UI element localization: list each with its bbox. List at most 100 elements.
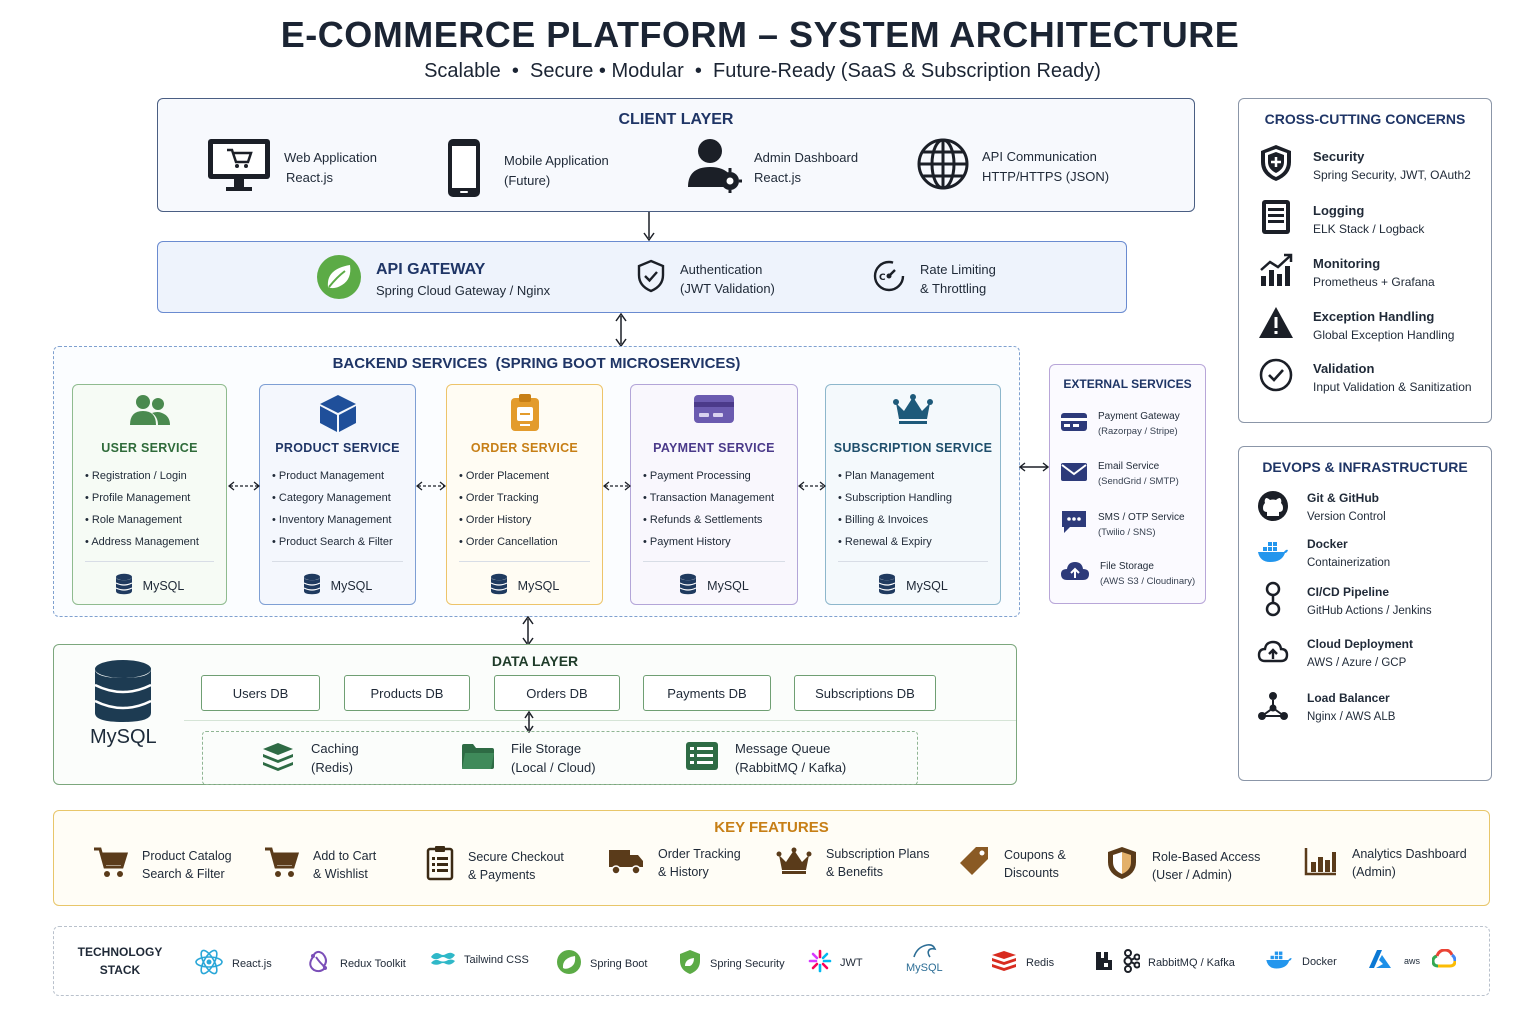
tech-label: Tailwind CSS xyxy=(464,953,529,966)
folder-icon xyxy=(461,742,495,775)
devops-item-detail: Containerization xyxy=(1307,557,1391,569)
gateway-item-name: Authentication xyxy=(680,261,763,277)
mysql-label: MySQL xyxy=(90,726,157,748)
cross-item-name: Exception Handling xyxy=(1313,308,1435,324)
feature-item: Subscription Plans & Benefits xyxy=(776,845,930,881)
tech-item: Spring Boot xyxy=(556,949,647,978)
data-extra-name: Message Queue xyxy=(735,741,831,756)
service-feature-list: Order Placement Order Tracking Order His… xyxy=(459,465,558,553)
service-feature-list: Plan Management Subscription Handling Bi… xyxy=(838,465,952,553)
backend-title: BACKEND SERVICES (SPRING BOOT MICROSERVI… xyxy=(332,355,741,372)
service-database: MySQL xyxy=(631,573,797,598)
database-label: MySQL xyxy=(707,578,749,593)
feature-line2: (User / Admin) xyxy=(1152,867,1232,882)
globe-icon xyxy=(916,137,970,196)
card-icon xyxy=(1060,411,1088,438)
tech-item: Tailwind CSS xyxy=(430,949,529,970)
admin-user-gear-icon xyxy=(686,137,742,198)
list-item: Product Management xyxy=(272,465,393,487)
gateway-authentication: Authentication (JWT Validation) xyxy=(636,259,775,298)
service-feature-list: Product Management Category Management I… xyxy=(272,465,393,553)
list-item: Role Management xyxy=(85,509,199,531)
gauge-icon: C xyxy=(872,259,906,298)
client-item-detail: (Future) xyxy=(504,172,551,188)
tech-item: RabbitMQ / Kafka xyxy=(1094,949,1235,976)
gateway-item-detail: & Throttling xyxy=(920,280,987,296)
service-link-arrow xyxy=(416,481,446,491)
tech-label: Redux Toolkit xyxy=(340,957,406,970)
list-item: Plan Management xyxy=(838,465,952,487)
service-name: USER SERVICE xyxy=(101,441,198,455)
feature-line2: & History xyxy=(658,865,709,879)
divider xyxy=(272,561,403,562)
database-label: MySQL xyxy=(142,578,185,593)
gcp-cloud-icon xyxy=(1431,948,1457,972)
network-icon xyxy=(1257,690,1289,727)
gateway-item-name: Rate Limiting xyxy=(920,261,996,277)
feature-line1: Product Catalog xyxy=(142,848,232,863)
list-item: Registration / Login xyxy=(85,465,199,487)
crown-icon xyxy=(776,847,812,880)
redux-icon xyxy=(306,949,332,978)
data-services-group: Caching(Redis) File Storage(Local / Clou… xyxy=(202,731,918,785)
technology-stack-panel: TECHNOLOGY STACK React.js Redux Toolkit … xyxy=(53,926,1490,996)
tech-item: React.js xyxy=(194,949,272,978)
gateway-subtitle: Spring Cloud Gateway / Nginx xyxy=(376,283,551,298)
external-title: EXTERNAL SERVICES xyxy=(1063,377,1192,391)
payment-service-card: PAYMENT SERVICE Payment Processing Trans… xyxy=(630,384,798,605)
tag-icon xyxy=(958,845,990,882)
feature-line1: Role-Based Access xyxy=(1152,849,1261,864)
tech-item: Docker xyxy=(1264,949,1337,974)
client-item-name: Mobile Application xyxy=(504,152,609,168)
shield-user-icon xyxy=(1106,845,1138,886)
feature-line2: Discounts xyxy=(1004,865,1059,880)
chat-icon xyxy=(1060,509,1088,540)
feature-line1: Order Tracking xyxy=(658,847,741,861)
list-item: Order Cancellation xyxy=(459,531,558,553)
truck-icon xyxy=(608,847,644,880)
database-to-cache-arrow xyxy=(524,711,534,733)
page-title: E-COMMERCE PLATFORM – SYSTEM ARCHITECTUR… xyxy=(280,14,1240,55)
external-item-detail: (SendGrid / SMTP) xyxy=(1098,476,1179,487)
service-name: PRODUCT SERVICE xyxy=(275,441,400,455)
data-extra-name: File Storage xyxy=(511,741,582,756)
feature-line1: Subscription Plans xyxy=(826,847,930,861)
product-service-card: PRODUCT SERVICE Product Management Categ… xyxy=(259,384,416,605)
pipeline-icon xyxy=(1257,581,1289,622)
tech-label: Docker xyxy=(1302,955,1337,968)
devops-item-detail: Version Control xyxy=(1307,511,1386,523)
service-database: MySQL xyxy=(447,573,602,598)
divider xyxy=(459,561,590,562)
client-item-name: API Communication xyxy=(982,148,1097,164)
docker-icon xyxy=(1257,539,1289,570)
feature-item: Add to Cart& Wishlist xyxy=(263,845,376,884)
cloud-upload-icon xyxy=(1060,560,1090,589)
gateway-main: API GATEWAY Spring Cloud Gateway / Nginx xyxy=(316,254,550,305)
feature-item: Secure Checkout& Payments xyxy=(426,845,564,886)
feature-line2: & Benefits xyxy=(826,865,883,879)
cross-item-name: Logging xyxy=(1313,202,1365,218)
cloud-upload-icon xyxy=(1257,639,1289,670)
svg-text:C: C xyxy=(879,273,886,283)
tech-label: Spring Security xyxy=(710,957,785,970)
data-extra-name: Caching xyxy=(311,741,359,756)
external-item-name: SMS / OTP Service xyxy=(1098,511,1185,523)
page-subtitle: Scalable • Secure • Modular • Future-Rea… xyxy=(424,60,1101,82)
warning-icon xyxy=(1257,305,1295,346)
spring-security-icon xyxy=(678,949,702,978)
list-item: Subscription Handling xyxy=(838,487,952,509)
cross-item-detail: Prometheus + Grafana xyxy=(1313,274,1435,289)
shield-check-icon xyxy=(636,259,666,298)
tech-label: Spring Boot xyxy=(590,957,648,970)
feature-item: Role-Based Access (User / Admin) xyxy=(1106,845,1260,886)
database-box: Subscriptions DB xyxy=(794,675,936,711)
devops-item-detail: Nginx / AWS ALB xyxy=(1307,711,1396,723)
features-title: KEY FEATURES xyxy=(714,819,829,836)
feature-line2: & Payments xyxy=(468,867,536,882)
cross-item-detail: Input Validation & Sanitization xyxy=(1313,379,1472,394)
